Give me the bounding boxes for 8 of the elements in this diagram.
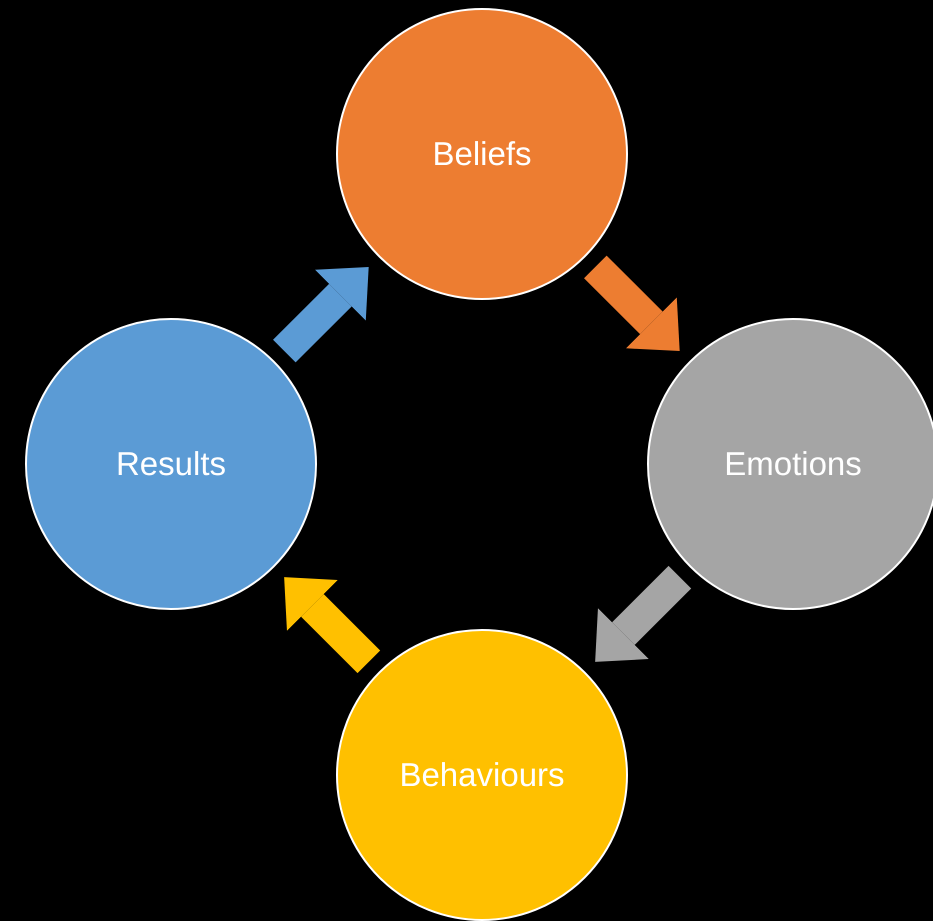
block-arrow — [595, 566, 692, 662]
block-arrow — [584, 256, 680, 352]
node-label: Beliefs — [432, 135, 532, 173]
block-arrow — [273, 266, 369, 362]
node-label: Behaviours — [399, 756, 565, 794]
node-label: Results — [116, 445, 226, 483]
block-arrow — [284, 577, 380, 674]
node-label: Emotions — [724, 445, 862, 483]
